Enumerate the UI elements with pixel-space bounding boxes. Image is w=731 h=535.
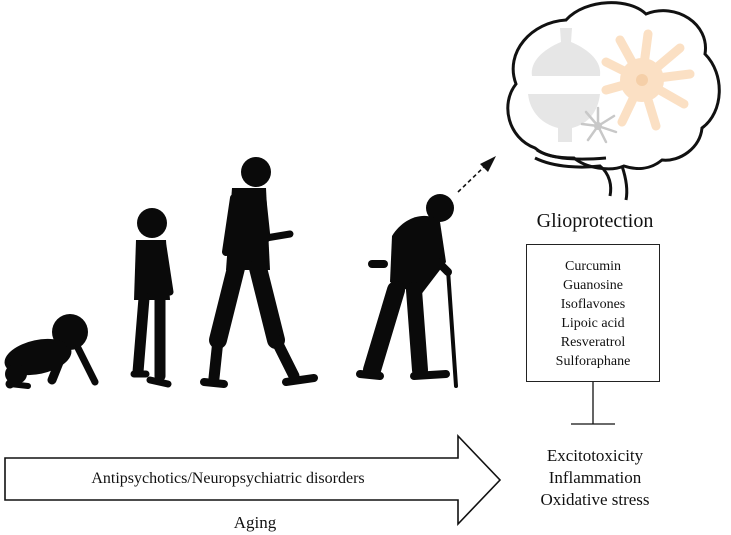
brain-icon	[506, 1, 721, 201]
dashed-arrow	[457, 156, 496, 193]
neuron-icon	[528, 28, 601, 142]
compound-item: Guanosine	[563, 278, 623, 293]
aging-label: Aging	[233, 513, 277, 532]
compound-list: Curcumin Guanosine Isoflavones Lipoic ac…	[527, 257, 659, 371]
compound-item: Sulforaphane	[555, 354, 631, 369]
microglia-icon	[580, 106, 618, 144]
aging-arrow	[4, 434, 502, 526]
effects-list: Excitotoxicity Inflammation Oxidative st…	[495, 445, 695, 511]
effect-item: Oxidative stress	[540, 490, 650, 509]
elder-with-cane-icon	[356, 194, 458, 388]
astrocyte-icon	[601, 29, 695, 131]
compound-item: Curcumin	[565, 259, 621, 274]
adult-walking-icon	[200, 157, 318, 388]
baby-crawling-icon	[4, 314, 99, 389]
effect-item: Inflammation	[548, 468, 642, 487]
inhibition-connector	[571, 382, 615, 425]
compound-item: Lipoic acid	[561, 316, 625, 331]
compound-item: Resveratrol	[560, 335, 626, 350]
glioprotection-heading: Glioprotection	[536, 210, 654, 232]
compound-item: Isoflavones	[560, 297, 626, 312]
child-icon	[130, 208, 174, 388]
compound-box: Curcumin Guanosine Isoflavones Lipoic ac…	[526, 244, 660, 382]
arrow-label: Antipsychotics/Neuropsychiatric disorder…	[91, 470, 365, 487]
effect-item: Excitotoxicity	[546, 446, 644, 465]
